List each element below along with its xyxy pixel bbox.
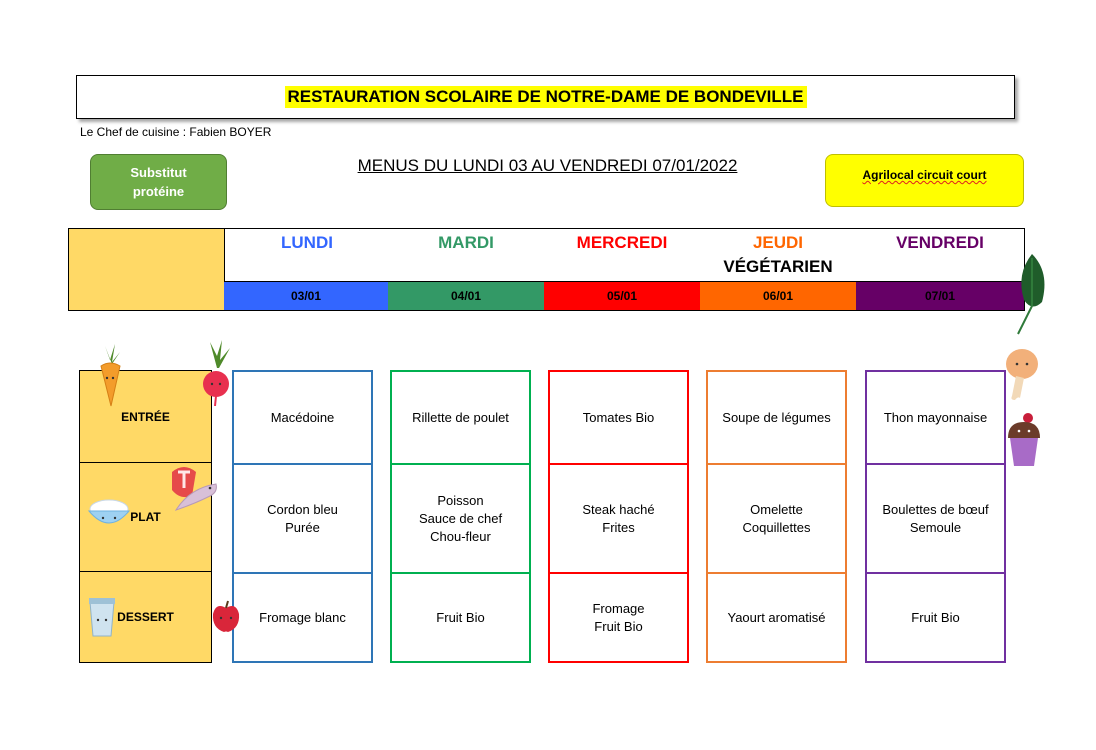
menu-cell-plat: Omelette Coquillettes [708,463,845,572]
carrot-icon [100,344,121,407]
row-label-entree-text: ENTRÉE [121,409,170,424]
day-date-mardi: 04/01 [388,281,545,311]
legend-agrilocal: Agrilocal circuit court [825,154,1024,207]
menu-cell-plat: Cordon bleu Purée [234,463,371,572]
day-name: MARDI [438,233,494,252]
menu-cell-entree: Thon mayonnaise [883,409,988,425]
day-name: MERCREDI [576,233,668,252]
menu-cell-entree: Tomates Bio [582,409,655,425]
legend-agrilocal-label: Agrilocal circuit court [862,168,987,182]
menu-cell-dessert: Fromage blanc [234,572,371,661]
day-header-mardi: MARDI [388,228,545,281]
day-name: LUNDI [281,233,333,252]
menu-cell-dessert: Fruit Bio [392,572,529,661]
day-date-mercredi: 05/01 [544,281,701,311]
row-label-plat-text: PLAT [130,510,161,524]
menu-cell-dessert: Fruit Bio [867,572,1004,661]
menu-cell-plat: Poisson Sauce de chef Chou-fleur [392,463,529,572]
fish-icon [174,483,217,511]
menu-cell-entree: Rillette de poulet [412,409,509,425]
menu-cell-dessert: Yaourt aromatisé [708,572,845,661]
menu-cell-plat: Steak haché Frites [550,463,687,572]
day-name: JEUDI [752,233,804,252]
rice-bowl-icon [87,499,131,524]
menu-cell-dessert: Fromage Fruit Bio [550,572,687,661]
day-header-mercredi: MERCREDI [544,228,701,281]
menu-subtitle: MENUS DU LUNDI 03 AU VENDREDI 07/01/2022 [357,156,738,175]
menu-cell-entree: Soupe de légumes [722,409,831,425]
row-label-dessert-text: DESSERT [117,610,174,624]
legend-protein-label: Substitut protéine [130,165,187,199]
day-header-vendredi: VENDREDI [856,228,1025,281]
row-label-entree: ENTRÉE [79,370,212,463]
day-subtitle: VÉGÉTARIEN [723,257,833,276]
header-corner-cell [68,228,226,311]
radish-icon [203,340,230,406]
day-header-jeudi: JEUDI VÉGÉTARIEN [700,228,857,281]
page-title: RESTAURATION SCOLAIRE DE NOTRE-DAME DE B… [284,86,807,108]
day-name: VENDREDI [896,233,984,252]
day-date-vendredi: 07/01 [856,281,1025,311]
day-date-jeudi: 06/01 [700,281,857,311]
chef-name: Le Chef de cuisine : Fabien BOYER [80,125,272,139]
apple-icon [212,600,240,632]
spinach-leaf-icon [1017,254,1045,335]
day-date-lundi: 03/01 [224,281,389,311]
legend-protein-substitute: Substitut protéine [90,154,227,210]
yogurt-icon [89,598,115,637]
meat-icon [172,467,196,498]
menu-cell-entree: Macédoine [270,409,335,425]
cupcake-icon [1008,413,1040,466]
menu-cell-plat: Boulettes de bœuf Semoule [867,463,1004,572]
title-box: RESTAURATION SCOLAIRE DE NOTRE-DAME DE B… [76,75,1015,119]
day-header-lundi: LUNDI [224,228,390,281]
chicken-leg-icon [1006,349,1038,400]
